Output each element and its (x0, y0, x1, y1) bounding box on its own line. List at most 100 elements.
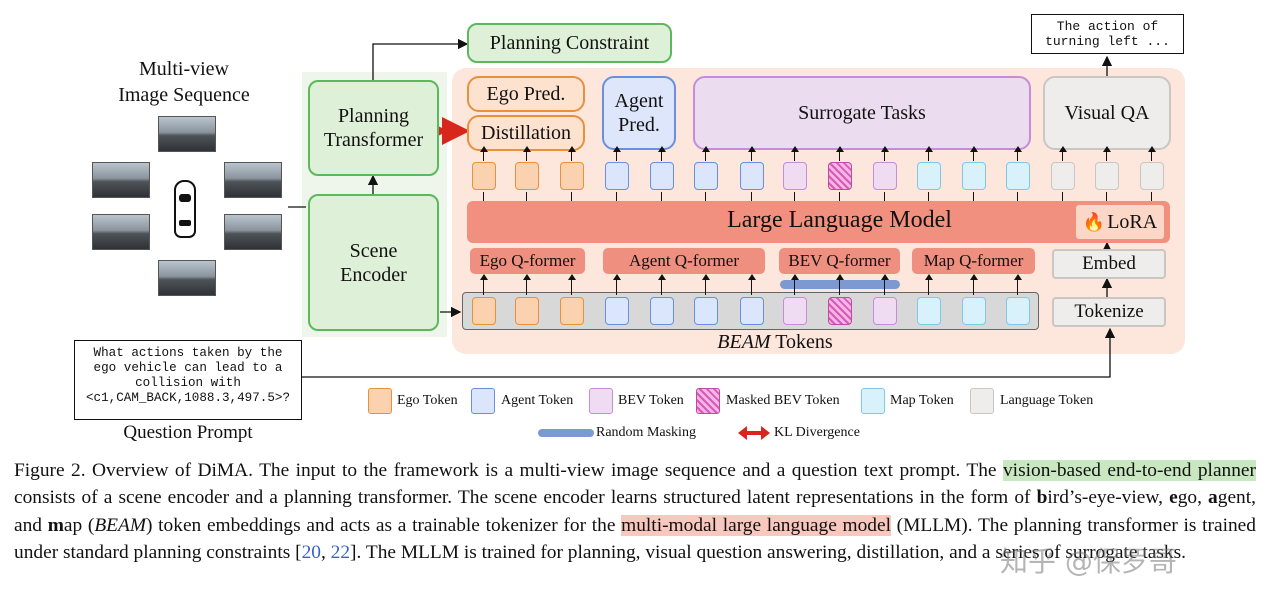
up-arrow (657, 146, 666, 161)
legend-masked-bev-label: Masked BEV Token (726, 393, 840, 408)
up-arrow (479, 146, 488, 161)
caption-part: ap ( (63, 514, 95, 536)
camera-image-back-right (224, 214, 282, 250)
up-arrow (616, 192, 618, 201)
lang-token (1140, 162, 1164, 190)
scene-encoder-box: Scene Encoder (308, 194, 439, 331)
up-arrow (567, 146, 576, 161)
ego-token (515, 297, 539, 325)
map-token (962, 162, 986, 190)
caption-part: Figure 2. Overview of DiMA. The input to… (14, 460, 1003, 481)
lang-token (1095, 162, 1119, 190)
question-label: Question Prompt (123, 422, 253, 443)
up-arrow (1151, 192, 1153, 201)
legend-agent-label: Agent Token (501, 393, 574, 408)
caption-part: ]. The MLLM is trained for planning, vis… (350, 542, 1187, 564)
lora-label: LoRA (1107, 210, 1158, 233)
scene-encoder-label: Scene Encoder (340, 239, 407, 286)
up-arrow (1058, 146, 1067, 161)
caption-part: consists of a scene encoder and a planni… (14, 487, 1037, 509)
kl-divergence-icon (738, 426, 770, 440)
question-text: What actions taken by the ego vehicle ca… (85, 346, 291, 405)
up-arrow (747, 146, 756, 161)
map-qformer: Map Q-former (912, 248, 1035, 274)
visual-qa-label: Visual QA (1064, 102, 1150, 124)
caption-part: (MLLM). The planning transformer is trai… (14, 514, 1256, 564)
beam-tokens-label: BEAM Tokens (660, 331, 890, 354)
up-arrow (701, 274, 710, 295)
legend-kl-label: KL Divergence (774, 425, 860, 440)
ego-car-icon (174, 180, 196, 238)
ego-token (560, 297, 584, 325)
caption-part: ird’s-eye-view, (1047, 487, 1170, 509)
caption-part: go, (1177, 487, 1209, 509)
caption-part: , (320, 542, 331, 564)
embed-box: Embed (1052, 249, 1166, 279)
ego-qformer: Ego Q-former (470, 248, 585, 274)
bev-qformer-label: BEV Q-former (788, 251, 891, 270)
legend-bev-label: BEV Token (618, 393, 684, 408)
tokenize-box: Tokenize (1052, 297, 1166, 327)
up-arrow (747, 274, 756, 295)
legend-random-masking-swatch (538, 429, 594, 437)
ego-token (472, 162, 496, 190)
camera-image-front-left (92, 162, 150, 198)
up-arrow (835, 146, 844, 161)
planning-constraint-label: Planning Constraint (489, 32, 650, 54)
beam-italic: BEAM (717, 331, 771, 353)
up-arrow (839, 192, 841, 201)
agent-pred-label: Agent Pred. (614, 90, 664, 136)
lora-badge: 🔥 LoRA (1076, 205, 1164, 239)
up-arrow (880, 274, 889, 295)
caption-bold: a (1208, 487, 1218, 509)
bev-token (783, 297, 807, 325)
legend-random-masking-label: Random Masking (596, 425, 696, 440)
legend-map-swatch (861, 388, 885, 414)
up-arrow (526, 192, 528, 201)
agent-token (650, 297, 674, 325)
agent-token (605, 162, 629, 190)
up-arrow (1147, 146, 1156, 161)
legend-ego-swatch (368, 388, 392, 414)
up-arrow (884, 192, 886, 201)
ego-token (472, 297, 496, 325)
up-arrow (924, 146, 933, 161)
up-arrow (835, 274, 844, 295)
agent-token (694, 162, 718, 190)
map-qformer-label: Map Q-former (923, 251, 1024, 270)
legend-language-swatch (970, 388, 994, 414)
up-arrow (790, 146, 799, 161)
up-arrow (1102, 146, 1111, 161)
bev-token (873, 162, 897, 190)
up-arrow (973, 192, 975, 201)
legend-ego-label: Ego Token (397, 393, 458, 408)
bev-token (873, 297, 897, 325)
legend-masked-bev-swatch (696, 388, 720, 414)
up-arrow (567, 274, 576, 295)
caption-part: gent, and (14, 487, 1256, 536)
citation-link[interactable]: 22 (330, 542, 351, 564)
up-arrow (969, 274, 978, 295)
up-arrow (522, 146, 531, 161)
ego-token (560, 162, 584, 190)
up-arrow (1013, 274, 1022, 295)
bev-qformer: BEV Q-former (779, 248, 900, 274)
embed-label: Embed (1082, 252, 1136, 274)
llm-bar (467, 201, 1170, 243)
legend-language-label: Language Token (1000, 393, 1094, 408)
up-arrow (483, 192, 485, 201)
agent-pred-box: Agent Pred. (602, 76, 676, 150)
masked-bev-token (828, 162, 852, 190)
citation-link[interactable]: 20 (301, 542, 321, 564)
agent-token (605, 297, 629, 325)
legend-agent-swatch (471, 388, 495, 414)
visual-qa-box: Visual QA (1043, 76, 1171, 150)
planning-transformer-box: Planning Transformer (308, 80, 439, 176)
map-token (917, 162, 941, 190)
up-arrow (1013, 146, 1022, 161)
agent-token (650, 162, 674, 190)
ego-pred-box: Ego Pred. (467, 76, 585, 112)
up-arrow (928, 192, 930, 201)
up-arrow (661, 192, 663, 201)
